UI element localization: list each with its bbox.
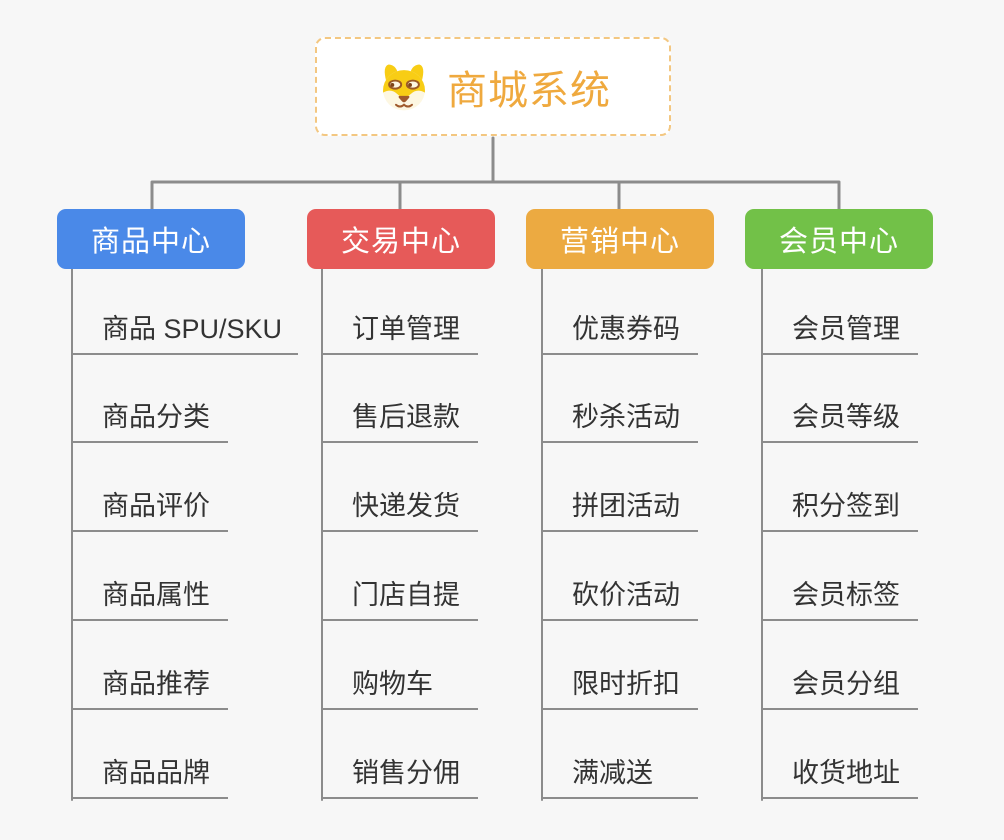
subtopic-product-brand[interactable]: 商品品牌 [72,751,228,799]
subtopic-member-group[interactable]: 会员分组 [762,662,918,710]
branch-header-product-center[interactable]: 商品中心 [57,209,245,269]
branch-label: 交易中心 [340,226,461,258]
subtopic-member-management[interactable]: 会员管理 [762,307,918,355]
root-title: 商城系统 [447,68,611,113]
subtopic-group-buy[interactable]: 拼团活动 [542,484,698,532]
subtopic-coupon-code[interactable]: 优惠券码 [542,307,698,355]
subtopic-product-category[interactable]: 商品分类 [72,395,228,443]
root-node-mall-system[interactable]: 商城系统 [315,37,671,136]
branch-header-trade-center[interactable]: 交易中心 [307,209,495,269]
branch-children-marketing-center: 优惠券码 秒杀活动 拼团活动 砍价活动 限时折扣 满减送 [542,269,792,809]
subtopic-member-level[interactable]: 会员等级 [762,395,918,443]
branch-label: 商品中心 [90,226,211,258]
branch-children-member-center: 会员管理 会员等级 积分签到 会员标签 会员分组 收货地址 [762,269,1004,809]
branch-header-marketing-center[interactable]: 营销中心 [526,209,714,269]
subtopic-order-management[interactable]: 订单管理 [322,307,478,355]
branch-children-product-center: 商品 SPU/SKU 商品分类 商品评价 商品属性 商品推荐 商品品牌 [72,269,322,809]
subtopic-spend-save[interactable]: 满减送 [542,751,698,799]
subtopic-limited-time-discount[interactable]: 限时折扣 [542,662,698,710]
subtopic-member-tag[interactable]: 会员标签 [762,573,918,621]
subtopic-product-review[interactable]: 商品评价 [72,484,228,532]
subtopic-product-spu-sku[interactable]: 商品 SPU/SKU [72,307,299,355]
branch-header-member-center[interactable]: 会员中心 [745,209,933,269]
subtopic-store-pickup[interactable]: 门店自提 [322,573,478,621]
branch-children-trade-center: 订单管理 售后退款 快递发货 门店自提 购物车 销售分佣 [322,269,572,809]
subtopic-flash-sale[interactable]: 秒杀活动 [542,395,698,443]
subtopic-product-attribute[interactable]: 商品属性 [72,573,228,621]
subtopic-shipping-address[interactable]: 收货地址 [762,751,918,799]
subtopic-product-recommend[interactable]: 商品推荐 [72,662,228,710]
subtopic-points-checkin[interactable]: 积分签到 [762,484,918,532]
subtopic-bargain-activity[interactable]: 砍价活动 [542,573,698,621]
subtopic-express-delivery[interactable]: 快递发货 [322,484,478,532]
dog-face-icon [383,63,425,110]
branch-label: 会员中心 [778,226,899,258]
branch-label: 营销中心 [559,226,680,258]
subtopic-aftersale-refund[interactable]: 售后退款 [322,395,478,443]
subtopic-shopping-cart[interactable]: 购物车 [322,662,478,710]
subtopic-sales-commission[interactable]: 销售分佣 [322,751,478,799]
